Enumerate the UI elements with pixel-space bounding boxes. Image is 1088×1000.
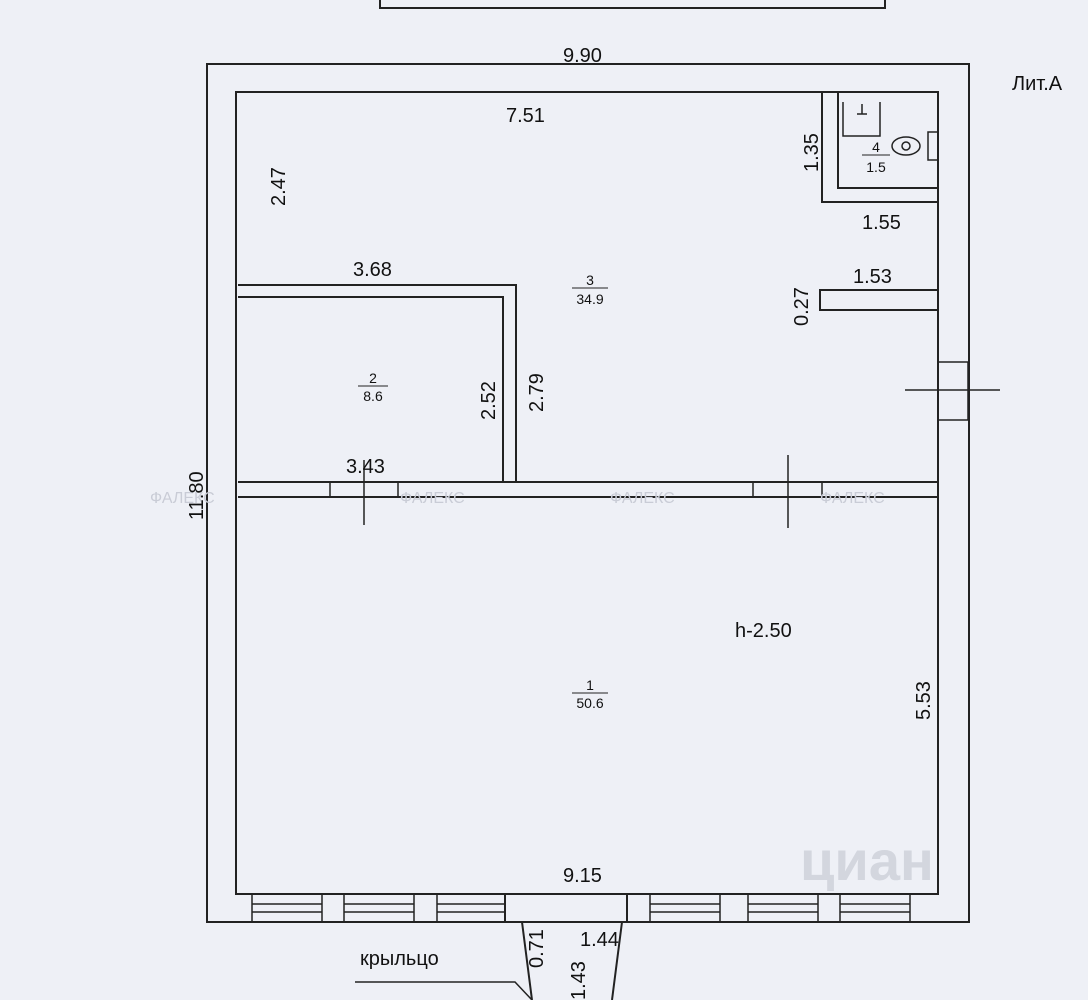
room2-wall	[238, 284, 517, 482]
entrance-porch	[355, 894, 628, 1000]
inner-wall-outline	[235, 91, 939, 895]
room-number: 4	[872, 139, 880, 155]
dim-outer-width: 9.90	[563, 45, 602, 67]
bathroom-fixtures	[842, 102, 939, 161]
dim-room3-side: 2.79	[526, 373, 548, 412]
room-label-2: 2 8.6	[358, 370, 388, 404]
watermark-cian: циан	[800, 829, 934, 892]
bottom-windows	[251, 893, 911, 923]
right-window	[905, 361, 1000, 421]
upper-plan-fragment	[379, 0, 886, 9]
dimension-labels: 9.90 7.51 3.68 3.43 1.55 1.53 9.15 1.44 …	[186, 45, 935, 1000]
dim-room2-bottom: 3.43	[346, 456, 385, 478]
plan-title: Лит.А	[1012, 73, 1063, 95]
room-number: 3	[586, 272, 594, 288]
dim-outer-height: 11.80	[186, 471, 208, 520]
room-label-1: 1 50.6	[572, 677, 608, 711]
room-area: 8.6	[363, 388, 383, 404]
dim-partition-thk: 0.27	[791, 287, 813, 326]
room-area: 34.9	[576, 291, 603, 307]
small-partition	[819, 289, 939, 311]
dim-porch-len: 1.43	[568, 961, 590, 1000]
porch-label: крыльцо	[360, 948, 439, 970]
dim-bath-width: 1.55	[862, 212, 901, 234]
outer-wall-outline	[206, 63, 970, 923]
room-area: 1.5	[866, 159, 886, 175]
room-area: 50.6	[576, 695, 603, 711]
bathroom-walls	[821, 92, 938, 203]
dim-room1-right: 5.53	[913, 681, 935, 720]
dim-room3-top: 7.51	[506, 105, 545, 127]
watermark-text-2: ФАЛЕКС	[400, 490, 465, 507]
room-label-4: 4 1.5	[862, 139, 890, 175]
dim-porch-width: 1.44	[580, 929, 619, 951]
dim-room2-right: 2.52	[478, 381, 500, 420]
dim-porch-depth: 0.71	[526, 929, 548, 968]
ceiling-height: h-2.50	[735, 620, 792, 642]
dim-room3-left: 2.47	[268, 167, 290, 206]
watermark-text-1: ФАЛЕКС	[150, 490, 215, 507]
watermark-text-3: ФАЛЕКС	[610, 490, 675, 507]
room-number: 1	[586, 677, 594, 693]
dim-bath-height: 1.35	[801, 133, 823, 172]
dim-partition-len: 1.53	[853, 266, 892, 288]
watermark-text-4: ФАЛЕКС	[820, 490, 885, 507]
dim-room1-bottom: 9.15	[563, 865, 602, 887]
dim-room2-top: 3.68	[353, 259, 392, 281]
watermark-small: ФАЛЕКС ФАЛЕКС ФАЛЕКС ФАЛЕКС	[150, 490, 885, 507]
room-number: 2	[369, 370, 377, 386]
partition-doors	[329, 455, 823, 528]
room-labels: 1 50.6 2 8.6 3 34.9 4 1.5	[358, 139, 890, 711]
room-label-3: 3 34.9	[572, 272, 608, 307]
